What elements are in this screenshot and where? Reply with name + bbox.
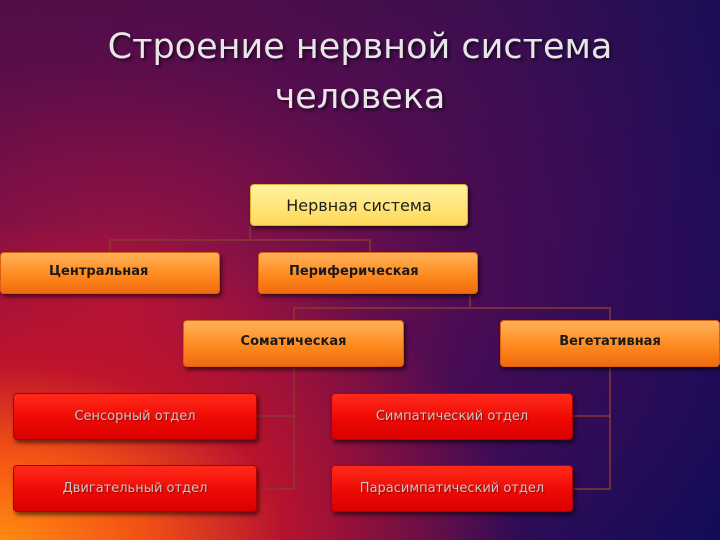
node-somatic: Соматическая	[183, 320, 404, 367]
node-sensory: Сенсорный отдел	[13, 393, 257, 440]
node-nervous-system: Нервная система	[250, 184, 468, 226]
slide-title-line-2: человека	[274, 77, 446, 117]
node-central: Центральная	[0, 252, 220, 294]
node-vegetative-label: Вегетативная	[559, 334, 661, 349]
node-somatic-label: Соматическая	[240, 334, 347, 349]
node-motor-label: Двигательный отдел	[62, 481, 208, 496]
node-sympathetic-label: Симпатический отдел	[375, 409, 529, 424]
node-nervous-system-label: Нервная система	[286, 195, 432, 215]
node-central-label: Центральная	[49, 264, 149, 279]
connector-root-central	[109, 226, 251, 252]
connector-somatic-motor	[257, 416, 295, 490]
slide-title: Строение нервной система человека	[60, 22, 660, 122]
slide-title-line-1: Строение нервной система	[107, 27, 613, 67]
node-peripheral: Периферическая	[258, 252, 478, 294]
node-parasympathetic-label: Парасимпатический отдел	[359, 481, 545, 496]
connector-somatic-sensory	[257, 367, 295, 417]
connector-peripheral-somatic	[293, 294, 471, 320]
node-peripheral-label: Периферическая	[289, 264, 419, 279]
node-motor: Двигательный отдел	[13, 465, 257, 512]
node-vegetative: Вегетативная	[500, 320, 720, 367]
connector-vegetative-sympathetic	[573, 367, 611, 417]
node-sympathetic: Симпатический отдел	[331, 393, 573, 440]
connector-peripheral-vegetative	[470, 307, 611, 320]
node-parasympathetic: Парасимпатический отдел	[331, 465, 573, 512]
connector-root-peripheral	[250, 239, 371, 252]
node-sensory-label: Сенсорный отдел	[74, 409, 196, 424]
connector-vegetative-parasympathetic	[573, 416, 611, 490]
